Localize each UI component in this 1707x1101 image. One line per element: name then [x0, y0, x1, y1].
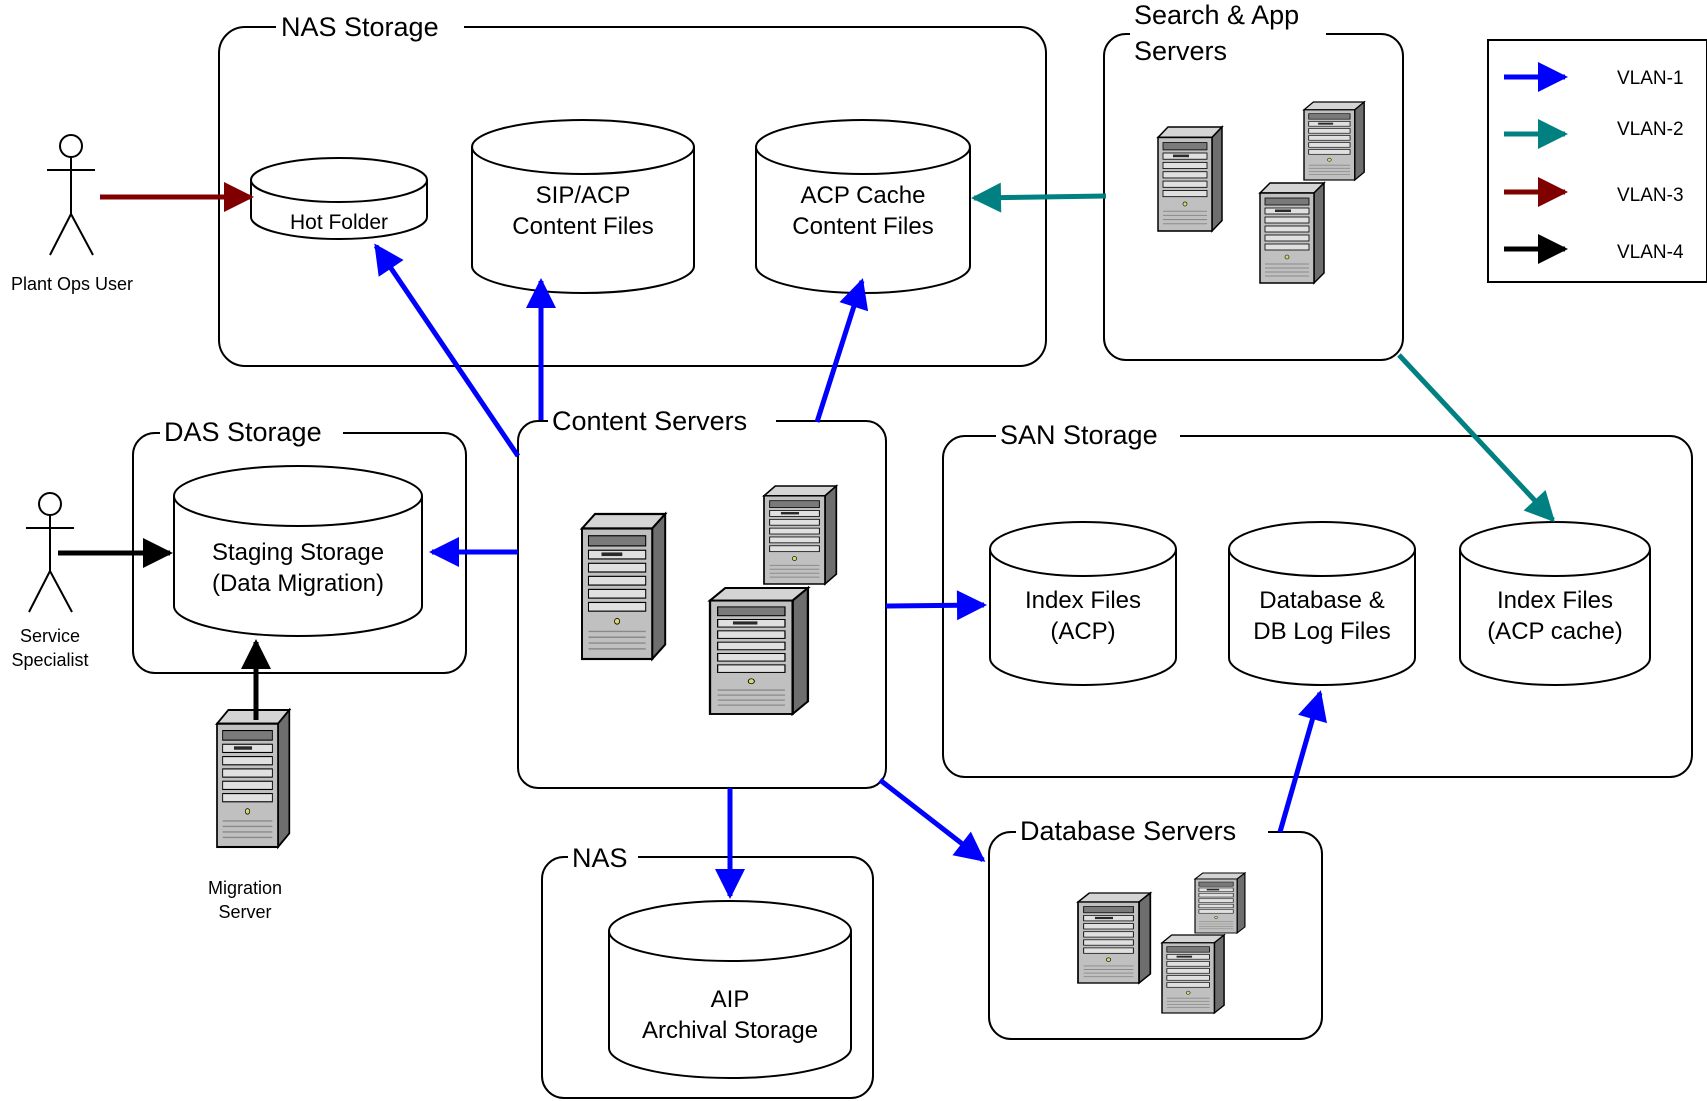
content-servers-group: Content Servers	[517, 405, 887, 789]
content-server-icon	[763, 485, 838, 585]
index-files-cache-cylinder: Index Files (ACP cache)	[1459, 521, 1651, 686]
acp-cache-label-line2: Content Files	[792, 213, 933, 240]
migration-server-label-line2: Server	[218, 902, 271, 922]
search-app-title-line2: Servers	[1134, 36, 1227, 66]
aip-label-line2: Archival Storage	[642, 1017, 818, 1044]
das-storage-title: DAS Storage	[164, 417, 322, 447]
migration-server-label-line1: Migration	[208, 878, 282, 898]
hot-folder-cylinder: Hot Folder	[250, 157, 428, 240]
sip-acp-label-line2: Content Files	[512, 213, 653, 240]
database-log-cylinder: Database & DB Log Files	[1228, 521, 1416, 686]
sip-acp-label-line1: SIP/ACP	[536, 182, 631, 209]
san-storage-title: SAN Storage	[1000, 420, 1158, 450]
legend-box	[1487, 39, 1707, 283]
vlan-legend: VLAN-1 VLAN-2 VLAN-3 VLAN-4	[1487, 39, 1707, 283]
vlan1-connector	[1277, 690, 1327, 833]
database-label-line2: DB Log Files	[1253, 618, 1390, 645]
content-server-icon	[580, 512, 667, 661]
nas-storage-title: NAS Storage	[281, 12, 439, 42]
search-app-border	[1103, 33, 1404, 361]
search-server-icon	[1303, 101, 1365, 181]
staging-label-line1: Staging Storage	[212, 539, 384, 566]
index-files-acp-cylinder: Index Files (ACP)	[989, 521, 1177, 686]
vlan2-connector	[1397, 353, 1556, 523]
database-label-line1: Database &	[1259, 587, 1384, 614]
aip-archival-cylinder: AIP Archival Storage	[608, 900, 852, 1079]
content-servers-border	[517, 420, 887, 789]
service-specialist-label-line2: Specialist	[11, 650, 88, 670]
legend-vlan2-label: VLAN-2	[1617, 119, 1684, 140]
aip-label-line1: AIP	[711, 986, 750, 1013]
hot-folder-label: Hot Folder	[290, 211, 388, 234]
database-servers-border	[988, 831, 1323, 1040]
nas-title: NAS	[572, 843, 628, 873]
service-specialist-label-line1: Service	[20, 626, 80, 646]
legend-vlan1-label: VLAN-1	[1617, 68, 1684, 89]
database-servers-title: Database Servers	[1020, 816, 1236, 846]
vlan1-connector	[814, 278, 869, 423]
index-acp-label-line2: (ACP)	[1050, 618, 1115, 645]
staging-storage-cylinder: Staging Storage (Data Migration)	[173, 465, 423, 637]
legend-vlan3-label: VLAN-3	[1617, 185, 1684, 206]
vlan1-connector	[885, 590, 987, 621]
database-server-icon	[1194, 872, 1246, 934]
index-cache-label-line1: Index Files	[1497, 587, 1613, 614]
plant-ops-user-icon	[47, 134, 95, 256]
vlan2-connector	[971, 182, 1107, 213]
vlan1-connector	[373, 243, 521, 458]
acp-cache-cylinder: ACP Cache Content Files	[755, 119, 971, 294]
search-app-servers-group: Search & App Servers	[1103, 0, 1404, 361]
database-server-icon	[1161, 934, 1225, 1014]
acp-cache-label-line1: ACP Cache	[801, 182, 926, 209]
plant-ops-user-label: Plant Ops User	[11, 274, 133, 294]
index-cache-label-line2: (ACP cache)	[1487, 618, 1623, 645]
content-servers-title: Content Servers	[552, 406, 747, 436]
search-server-icon	[1259, 182, 1325, 284]
content-server-icon	[708, 586, 810, 716]
staging-label-line2: (Data Migration)	[212, 570, 384, 597]
search-server-icon	[1157, 126, 1223, 232]
legend-vlan4-label: VLAN-4	[1617, 242, 1684, 263]
search-app-title-line1: Search & App	[1134, 0, 1299, 30]
service-specialist-icon	[26, 492, 74, 613]
database-server-icon	[1077, 892, 1152, 984]
database-servers-group: Database Servers	[988, 816, 1323, 1040]
index-acp-label-line1: Index Files	[1025, 587, 1141, 614]
vlan1-connector	[878, 778, 986, 862]
migration-server-icon	[215, 708, 291, 849]
sip-acp-cylinder: SIP/ACP Content Files	[471, 119, 695, 294]
